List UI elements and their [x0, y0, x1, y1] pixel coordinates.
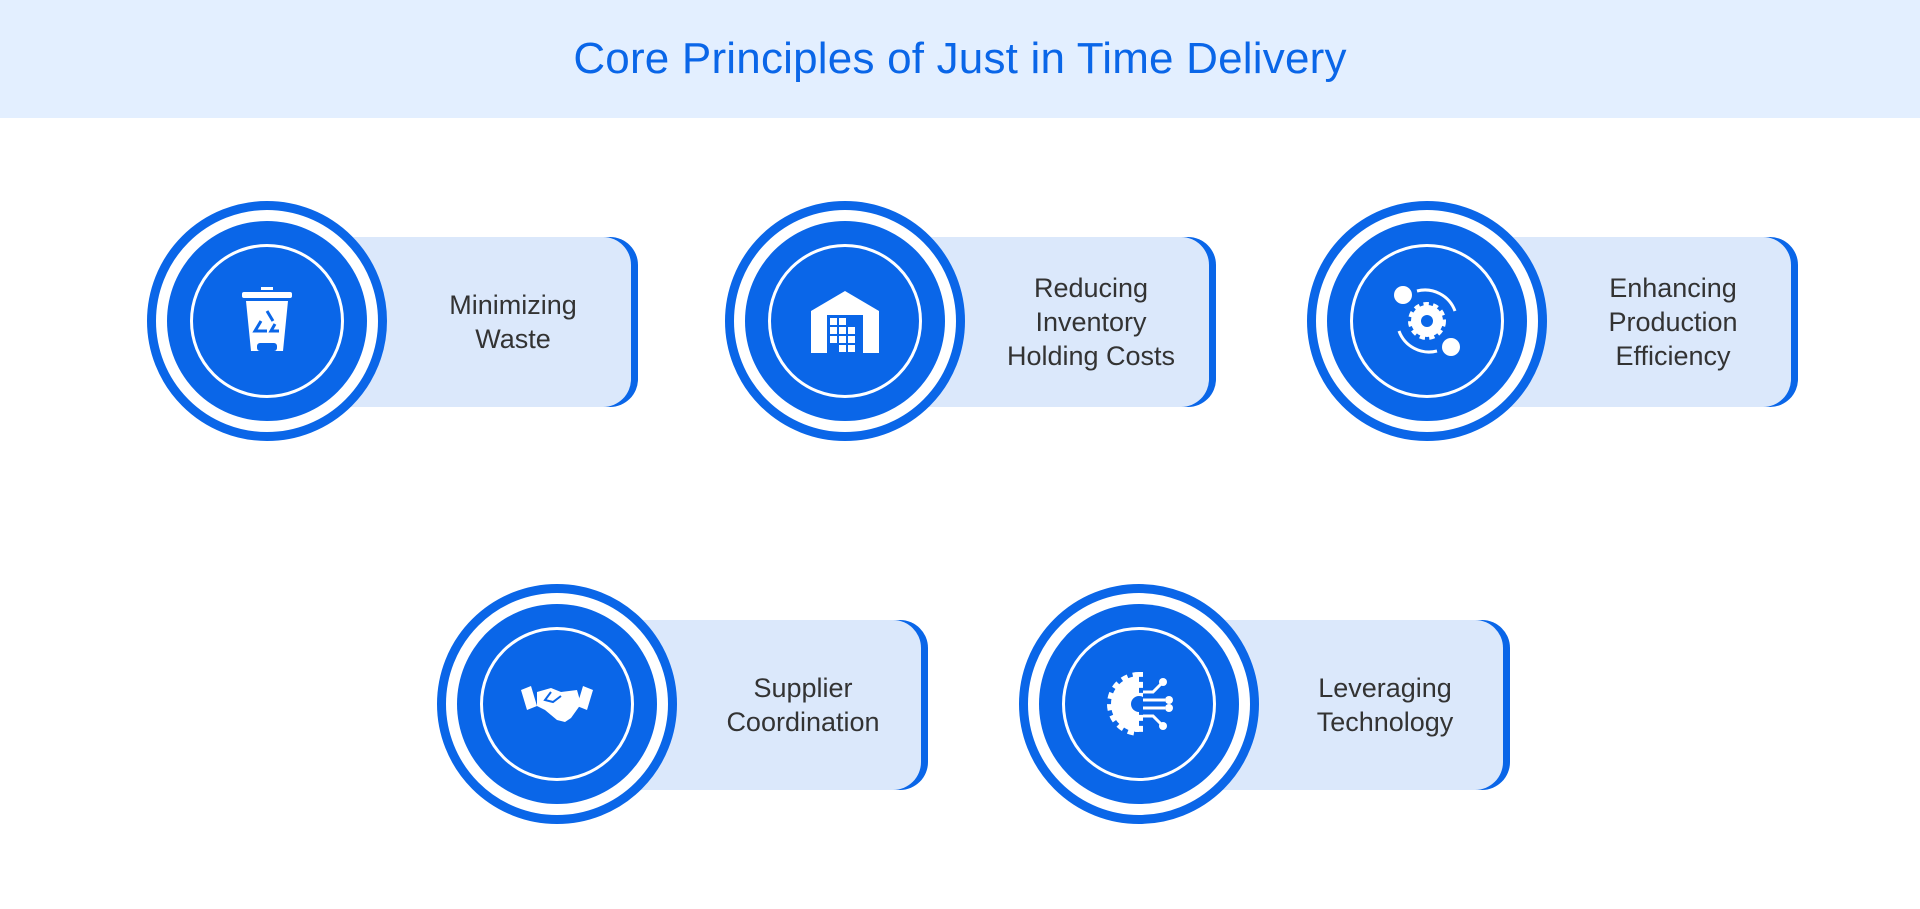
icon-disc [1039, 604, 1239, 804]
icon-disc [745, 221, 945, 421]
warehouse-icon [811, 291, 879, 353]
icon-disc [1327, 221, 1527, 421]
icon-disc [457, 604, 657, 804]
principle-supplier-coordination: Supplier Coordination [437, 584, 937, 824]
principle-minimizing-waste: Minimizing Waste [147, 201, 647, 441]
principle-label: Reducing Inventory Holding Costs [1006, 273, 1176, 371]
handshake-icon [521, 686, 593, 722]
gear-cycle-icon [1394, 286, 1460, 356]
principle-label: Supplier Coordination [726, 673, 880, 737]
page-title: Core Principles of Just in Time Delivery [573, 34, 1347, 83]
principle-label: Leveraging Technology [1316, 673, 1454, 737]
header-banner: Core Principles of Just in Time Delivery [0, 0, 1920, 118]
principle-label: Minimizing Waste [449, 290, 577, 354]
recycle-bin-icon [242, 287, 292, 351]
principle-production-efficiency: Enhancing Production Efficiency [1307, 201, 1807, 441]
principle-leveraging-technology: Leveraging Technology [1019, 584, 1519, 824]
principle-reducing-inventory: Reducing Inventory Holding Costs [725, 201, 1225, 441]
tech-gear-icon [1107, 671, 1173, 737]
icon-disc [167, 221, 367, 421]
principle-label: Enhancing Production Efficiency [1608, 273, 1738, 371]
